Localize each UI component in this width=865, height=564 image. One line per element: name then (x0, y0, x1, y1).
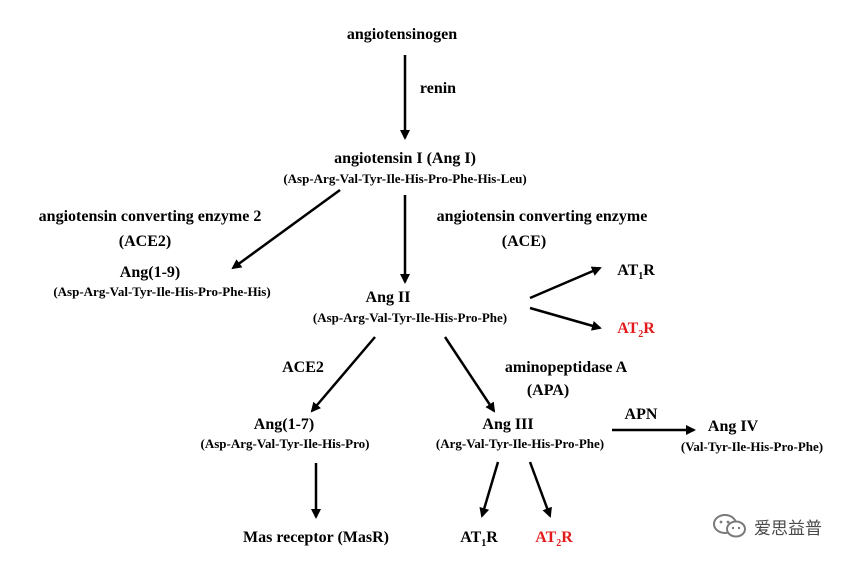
at1r-angIII: AT1R (460, 529, 498, 550)
apa-full-name: aminopeptidase A (504, 359, 628, 376)
mas-receptor-label: Mas receptor (MasR) (242, 529, 390, 546)
ang-1-9-sequence: (Asp-Arg-Val-Tyr-Ile-His-Pro-Phe-His) (53, 284, 271, 299)
ace2-short-label: ACE2 (282, 359, 324, 376)
ang-1-7-sequence: (Asp-Arg-Val-Tyr-Ile-His-Pro) (200, 436, 370, 451)
arrow-apa-angIII (443, 336, 496, 413)
at2r-angIII: AT2R (535, 529, 573, 550)
ace-full-name: angiotensin converting enzyme (436, 208, 648, 225)
renin-label: renin (419, 80, 457, 97)
arrow-angII-at1r (529, 266, 602, 300)
ang-iii-sequence: (Arg-Val-Tyr-Ile-His-Pro-Phe) (435, 436, 605, 451)
wechat-icon (713, 514, 746, 538)
angiotensinogen-label: angiotensinogen (346, 26, 458, 43)
ang-i-title: angiotensin I (Ang I) (334, 150, 476, 167)
arrow-ace2-ang19 (231, 188, 341, 270)
apa-abbrev: (APA) (526, 382, 570, 399)
ang-ii-title: Ang II (365, 289, 411, 306)
arrow-ace2-ang17 (310, 336, 376, 413)
at2r-angII: AT2R (617, 320, 655, 341)
ang-ii-sequence: (Asp-Arg-Val-Tyr-Ile-His-Pro-Phe) (312, 310, 508, 325)
apn-label: APN (624, 406, 658, 423)
ace-abbrev: (ACE) (501, 233, 547, 250)
ang-iv-sequence: (Val-Tyr-Ile-His-Pro-Phe) (680, 439, 824, 454)
watermark-text: 爱思益普 (754, 518, 822, 539)
at1r-angII: AT1R (617, 262, 655, 283)
ang-1-7-title: Ang(1-7) (253, 416, 315, 433)
ang-i-sequence: (Asp-Arg-Val-Tyr-Ile-His-Pro-Phe-His-Leu… (283, 171, 527, 186)
ang-1-9-title: Ang(1-9) (119, 264, 181, 281)
ace2-full-name: angiotensin converting enzyme 2 (38, 208, 262, 225)
ang-iii-title: Ang III (482, 416, 534, 433)
watermark: 爱思益普 (712, 513, 822, 539)
arrow-angIII-at1r (479, 461, 500, 518)
arrow-angII-at2r (529, 306, 602, 331)
ang-iv-title: Ang IV (707, 418, 759, 435)
ace2-abbrev: (ACE2) (118, 233, 172, 250)
arrow-angIII-at2r (528, 461, 552, 518)
